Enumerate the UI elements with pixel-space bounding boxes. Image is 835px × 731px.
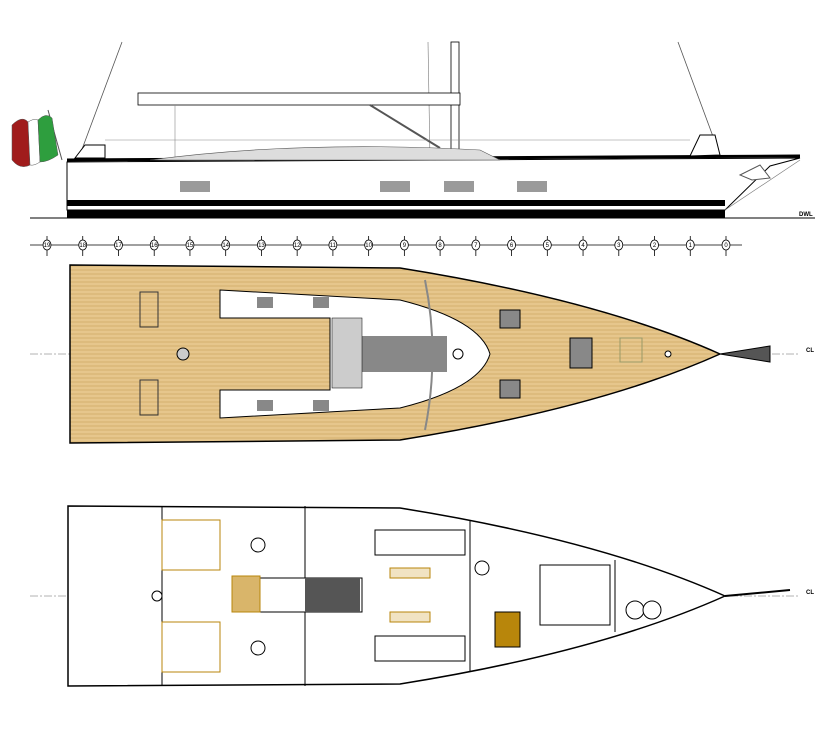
station-marker: 10 — [364, 236, 374, 256]
mast-step — [452, 348, 464, 360]
station-label: 9 — [403, 243, 407, 249]
station-label: 4 — [581, 243, 585, 249]
settee-port — [374, 529, 466, 556]
station-marker: 19 — [42, 236, 52, 256]
station-marker: 13 — [257, 236, 266, 256]
station-marker: 2 — [650, 236, 659, 256]
interior-plan: CL — [30, 505, 814, 687]
station-label: 8 — [438, 243, 442, 249]
forehatch — [569, 337, 593, 369]
stern-pulpit — [73, 144, 106, 159]
hatch — [313, 400, 329, 411]
coachroof — [149, 146, 501, 161]
bowsprit — [719, 345, 771, 363]
backstay — [77, 41, 123, 161]
station-marker: 5 — [542, 236, 552, 256]
fan — [642, 600, 662, 620]
hatch — [499, 309, 521, 329]
station-label: 6 — [510, 243, 514, 249]
station-label: 11 — [330, 243, 337, 249]
toilet — [474, 560, 490, 576]
hull-window — [380, 181, 410, 192]
station-label: 17 — [115, 243, 122, 249]
bow-pulpit — [689, 134, 721, 157]
traveller-track — [424, 279, 434, 431]
helm-seat — [139, 379, 159, 416]
saloon-table — [389, 567, 431, 579]
station-label: 5 — [546, 243, 550, 249]
wheel-pedestal — [176, 347, 190, 361]
forward-berth — [539, 564, 611, 626]
station-marker: 12 — [292, 236, 302, 256]
station-marker: 15 — [185, 236, 195, 256]
station-label: 18 — [79, 243, 86, 249]
boom — [137, 92, 461, 106]
station-marker: 11 — [328, 236, 338, 256]
hull-window — [517, 181, 547, 192]
antifouling — [67, 210, 725, 218]
station-marker: 9 — [399, 236, 409, 256]
station-marker: 7 — [471, 236, 481, 256]
boot-stripe — [67, 200, 725, 206]
station-label: 10 — [365, 243, 372, 249]
station-marker: 8 — [435, 236, 445, 256]
bowsprit — [724, 589, 791, 597]
settee-stbd — [374, 635, 466, 662]
station-marker: 16 — [149, 236, 159, 256]
station-label: 14 — [222, 243, 229, 249]
dwl-label: DWL — [799, 212, 813, 218]
station-label: 16 — [151, 243, 158, 249]
hull-window — [180, 181, 210, 192]
toilet — [250, 640, 266, 656]
dodger — [331, 317, 363, 389]
interior-cl-label: CL — [806, 590, 814, 596]
wet-locker — [494, 611, 521, 648]
hatch — [257, 400, 273, 411]
station-marker: 6 — [507, 236, 516, 256]
toilet — [250, 537, 266, 553]
saloon-table — [389, 611, 431, 623]
station-marker: 0 — [721, 236, 731, 256]
vang — [369, 104, 441, 149]
station-marker: 18 — [78, 236, 88, 256]
station-marker: 17 — [114, 236, 123, 256]
hatch — [313, 297, 329, 308]
forestay — [677, 41, 719, 151]
station-marker: 3 — [614, 236, 624, 256]
profile-view: DWL — [11, 41, 815, 219]
station-label: 7 — [474, 243, 478, 249]
hatch — [499, 379, 521, 399]
station-label: 13 — [258, 243, 265, 249]
station-label: 0 — [724, 243, 728, 249]
fan — [625, 600, 645, 620]
bow-line — [724, 159, 801, 211]
station-label: 3 — [617, 243, 621, 249]
station-label: 1 — [689, 243, 693, 249]
steering-quadrant — [151, 590, 163, 602]
steps — [231, 575, 261, 613]
deck-plan: CL — [30, 264, 814, 444]
station-label: 2 — [653, 243, 657, 249]
aft-cabin-berths — [161, 519, 221, 673]
station-marker: 1 — [685, 236, 695, 256]
anchor — [738, 164, 771, 181]
hull-outline — [67, 505, 727, 687]
windlass — [664, 350, 672, 358]
station-marker: 14 — [221, 236, 231, 256]
helm-seat — [139, 291, 159, 328]
station-marker: 4 — [578, 236, 588, 256]
hatch — [257, 297, 273, 308]
engine — [305, 578, 360, 612]
station-label: 12 — [294, 243, 301, 249]
deck-cl-label: CL — [806, 348, 814, 354]
hull-window — [444, 181, 474, 192]
anchor-locker — [619, 337, 643, 363]
station-label: 15 — [187, 243, 194, 249]
italian-flag — [11, 109, 63, 167]
station-label: 19 — [44, 243, 51, 249]
